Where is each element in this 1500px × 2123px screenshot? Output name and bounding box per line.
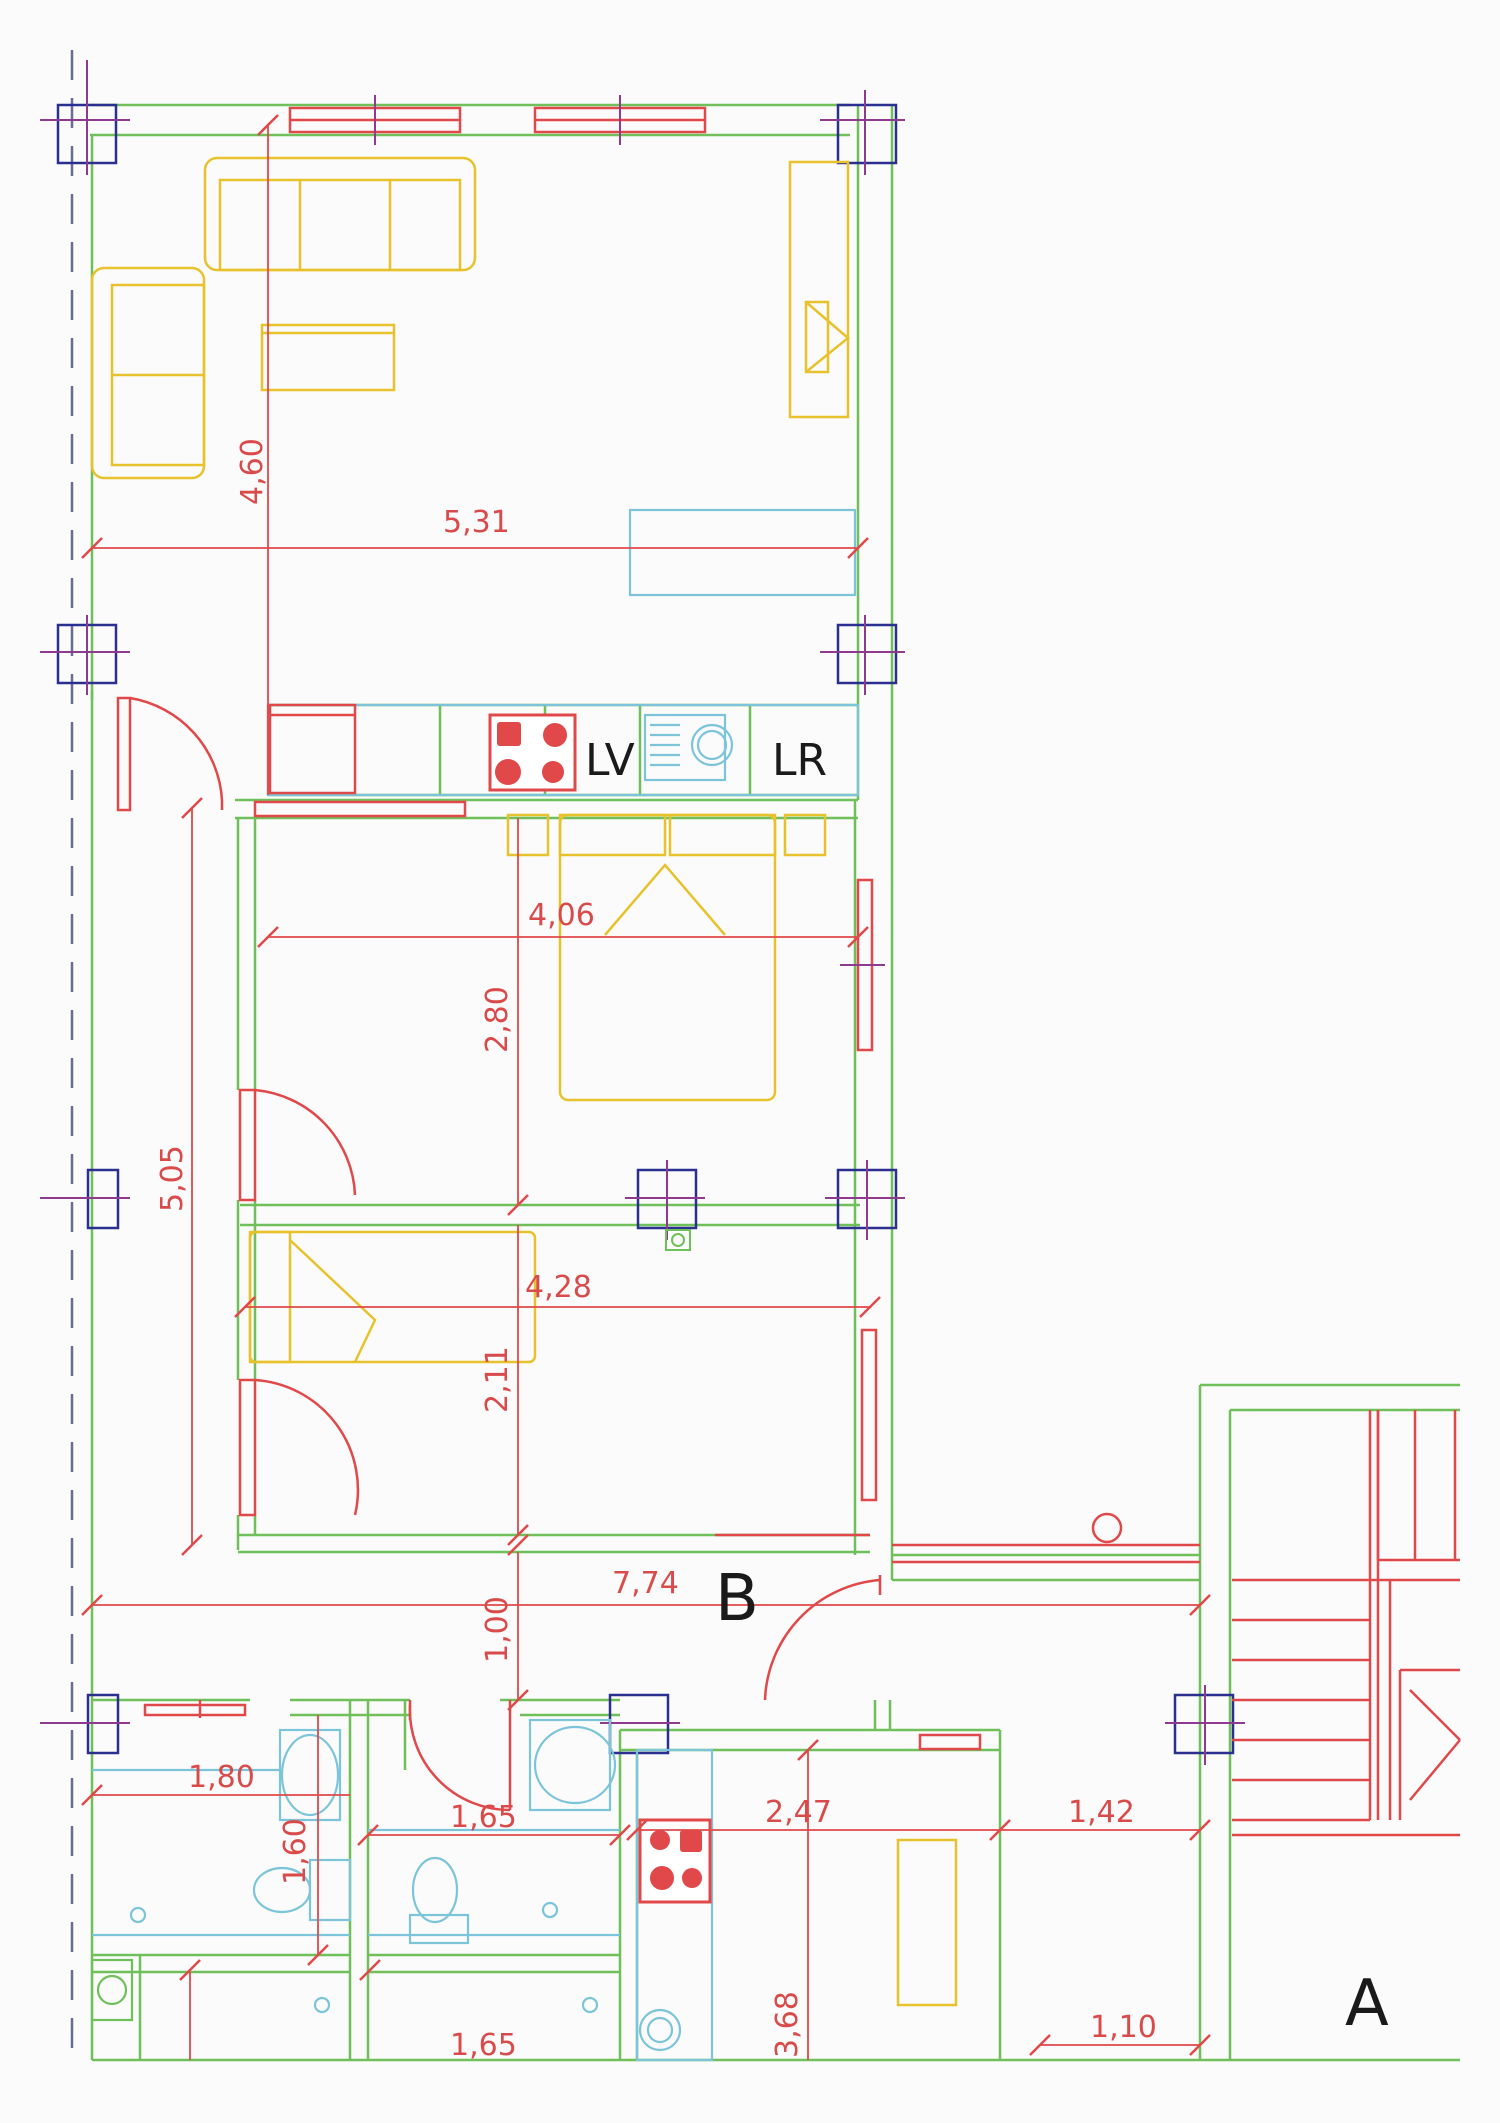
doors [116,696,882,1812]
dim-1-80: 1,80 [188,1760,255,1795]
dim-1-65-a: 1,65 [450,1800,517,1835]
columns [40,60,1245,1765]
dim-1-42: 1,42 [1068,1795,1135,1830]
dim-4-06: 4,06 [528,898,595,933]
stoves [268,703,712,1904]
dim-2-11: 2,11 [480,1346,515,1413]
dim-3-68: 3,68 [770,1991,805,2058]
dim-1-00: 1,00 [480,1596,515,1663]
dim-7-74: 7,74 [612,1566,679,1601]
dim-4-60: 4,60 [235,438,270,505]
dim-1-65-b: 1,65 [450,2028,517,2063]
dim-1-10: 1,10 [1090,2010,1157,2045]
dimension-labels: 4,60 5,31 4,06 2,80 5,05 4,28 2,11 7,74 … [155,438,1157,2063]
dim-5-31: 5,31 [443,505,510,540]
dim-5-05: 5,05 [155,1145,190,1212]
stairs [1232,1410,1461,1837]
label-lv: LV [585,735,635,786]
dimension-lines [81,114,1211,2060]
dim-2-80: 2,80 [480,986,515,1053]
furniture [90,156,958,2007]
label-b: B [715,1562,759,1636]
label-lr: LR [772,735,827,786]
dim-1-60: 1,60 [278,1818,313,1885]
dim-2-47: 2,47 [765,1795,832,1830]
windows [253,95,1200,1751]
label-a: A [1345,1967,1389,2041]
dim-4-28: 4,28 [525,1270,592,1305]
fixtures [90,508,1123,2062]
